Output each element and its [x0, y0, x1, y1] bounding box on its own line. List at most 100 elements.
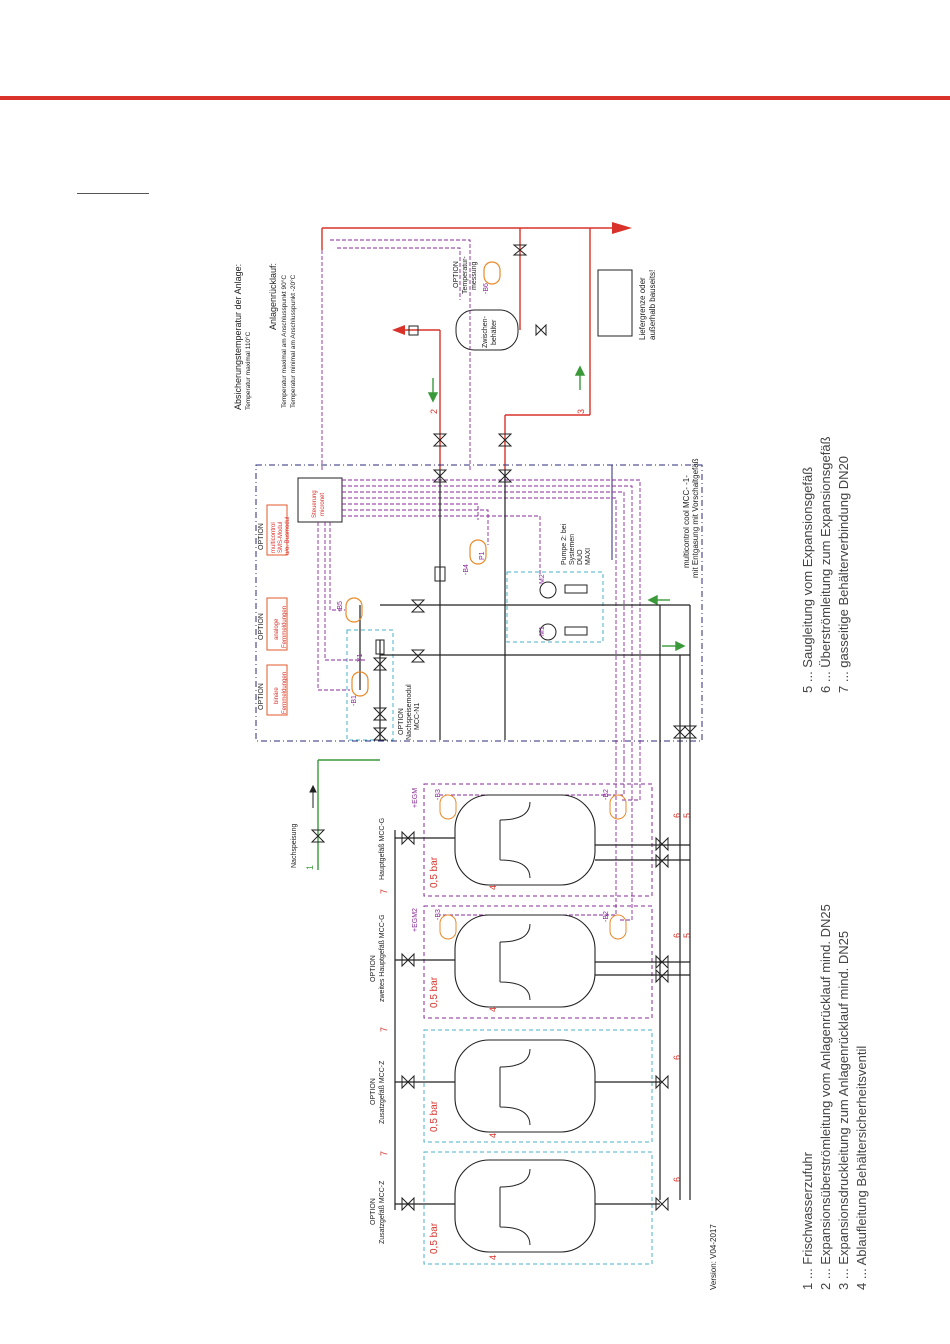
label-y1: Y1 — [357, 653, 364, 662]
supply-arrow-icon — [612, 222, 632, 234]
vessel-haupt — [423, 783, 653, 897]
outlet-arrow-icon — [392, 325, 405, 335]
zwischenbehaelter — [455, 309, 519, 351]
label-n7: 7 — [379, 1151, 389, 1156]
nachspeisung-line — [317, 759, 380, 870]
label-pumpe-4: MAXI — [585, 548, 592, 565]
label-steuerung-1: Steuerung — [312, 490, 318, 518]
label-pumpe-2: Systemen — [569, 534, 576, 565]
label-line-2: 2 — [429, 409, 439, 414]
label-nachspeise-2: Nachspeisemodul — [406, 684, 413, 740]
label-opt2-b: Fernmeldungen — [282, 606, 288, 648]
label-n5: 5 — [682, 813, 692, 818]
label-steuerung-2: micronet — [320, 493, 326, 516]
arrow-up-icon — [309, 784, 317, 808]
label-bar: 0,5 bar — [429, 1100, 440, 1132]
label-mcc-2: mit Entgasung mit Vorschaltgefäß — [691, 458, 700, 578]
label-opt1: OPTION — [258, 523, 265, 550]
supply-lines — [321, 227, 612, 470]
label-zwischen-2: behälter — [491, 319, 498, 345]
label-b2: -B2 — [603, 789, 610, 800]
label-mcc-1: multicontrol cool MCC- -1- — [682, 475, 691, 568]
mcc-frame — [255, 464, 703, 742]
header-accent-rule — [0, 96, 950, 100]
label-zweites: zweites Hauptgefäß MCC-G — [379, 914, 386, 1002]
valve-icon — [372, 433, 698, 741]
label-nachspeise-1: OPTION — [398, 708, 405, 735]
label-b4: -B4 — [463, 564, 470, 575]
legend-item-4: 4 ... Ablaufleitung Behältersicherheitsv… — [854, 1046, 869, 1290]
option-binaer-box — [266, 664, 288, 716]
label-pumpe-1: Pumpe 2: bei — [561, 523, 568, 565]
label-opt1-b: SMS-Modul — [278, 522, 284, 553]
label-opt2-a: analoge — [274, 618, 280, 640]
label-zweites-opt: OPTION — [370, 955, 377, 982]
legend-right: 5 ... Saugleitung vom Expansionsgefäß 6 … — [800, 436, 851, 693]
label-b1: -B1 — [351, 695, 358, 706]
pump-m2-icon — [539, 581, 588, 599]
temp-sensor-b6-icon — [483, 261, 501, 285]
flow-arrows — [427, 365, 686, 652]
label-liefergrenze-1: Liefergrenze oder — [638, 277, 647, 340]
label-zusatz-2: Zusatzgefäß MCC-Z — [379, 1180, 386, 1244]
label-n6: 6 — [672, 933, 682, 938]
label-opt2: OPTION — [258, 613, 265, 640]
valve-icon — [408, 244, 547, 337]
label-n6: 6 — [672, 1055, 682, 1060]
label-opt3: OPTION — [258, 683, 265, 710]
legend-item-7: 7 ... gasseitige Behälterverbindung DN20 — [836, 456, 851, 693]
vessel-zusatz-2 — [423, 1151, 653, 1265]
label-zusatz-1-opt: OPTION — [370, 1078, 377, 1105]
label-zusatz-2-opt: OPTION — [370, 1198, 377, 1225]
label-n7: 7 — [379, 889, 389, 894]
label-line-3: 3 — [576, 409, 586, 414]
legend-item-6: 6 ... Überströmleitung zum Expansionsgef… — [818, 436, 833, 693]
label-ruecklauf-max: Temperatur maximal am Anschlusspunkt 90°… — [280, 275, 288, 408]
label-opt3-a: binäre — [274, 687, 280, 704]
option-sms-box — [266, 504, 288, 556]
label-n4: 4 — [488, 1007, 498, 1012]
legend-item-2: 2 ... Expansionsüberströmleitung vom Anl… — [818, 904, 833, 1290]
valve-icon — [310, 829, 326, 843]
label-n6: 6 — [672, 813, 682, 818]
valve-icon — [401, 830, 669, 1212]
label-opt1-a: multicontrol — [271, 522, 277, 553]
label-ruecklauf: Anlagenrücklauf: — [268, 263, 278, 330]
option-analog-box — [266, 597, 288, 651]
label-pumpe-3: DUO — [577, 549, 584, 565]
label-opt3-b: Fernmeldungen — [282, 672, 288, 714]
label-n5: 5 — [682, 933, 692, 938]
short-divider — [77, 193, 149, 194]
label-ruecklauf-min: Temperatur minimal am Anschlusspunkt -20… — [289, 274, 297, 408]
label-absicherung: Absicherungstemperatur der Anlage: — [233, 264, 243, 410]
label-p1: P1 — [479, 551, 486, 560]
vessel-pipes — [395, 837, 690, 1205]
pump-m1-icon — [539, 623, 588, 641]
label-bar: 0,5 bar — [429, 856, 440, 888]
label-zusatz-1: Zusatzgefäß MCC-Z — [379, 1060, 386, 1124]
label-n6: 6 — [672, 1177, 682, 1182]
label-temp-messung-2: messung — [471, 261, 478, 290]
label-m1: M1 — [539, 626, 546, 636]
label-liefergrenze-2: außerhalb bauseits! — [648, 270, 657, 340]
steuerung-box — [297, 477, 343, 523]
internal-pipes — [359, 470, 691, 1200]
label-b3: -B3 — [435, 909, 442, 920]
vessel-zusatz-1 — [423, 1029, 653, 1143]
label-b3: -B3 — [435, 789, 442, 800]
label-bar: 0,5 bar — [429, 976, 440, 1008]
label-version: Version: V04-2017 — [709, 1224, 718, 1290]
label-b6: -B6 — [483, 283, 490, 294]
label-b5: -B5 — [337, 601, 344, 612]
label-n4: 4 — [488, 1133, 498, 1138]
label-absicherung-max: Temperatur maximal 110°C — [244, 331, 252, 410]
liefergrenze-box — [597, 269, 633, 337]
label-n4: 4 — [488, 885, 498, 890]
label-nachspeise-3: MCC-N1 — [414, 703, 421, 730]
label-egm2: +EGM2 — [412, 908, 419, 932]
label-haupt: Hauptgefäß MCC-G — [379, 818, 386, 880]
label-temp-messung-1: Temperatur- — [462, 256, 469, 294]
label-nachspeisung: Nachspeisung — [291, 824, 298, 868]
pump-box — [506, 571, 604, 643]
legend-item-3: 3 ... Expansionsdruckleitung zum Anlagen… — [836, 931, 851, 1290]
